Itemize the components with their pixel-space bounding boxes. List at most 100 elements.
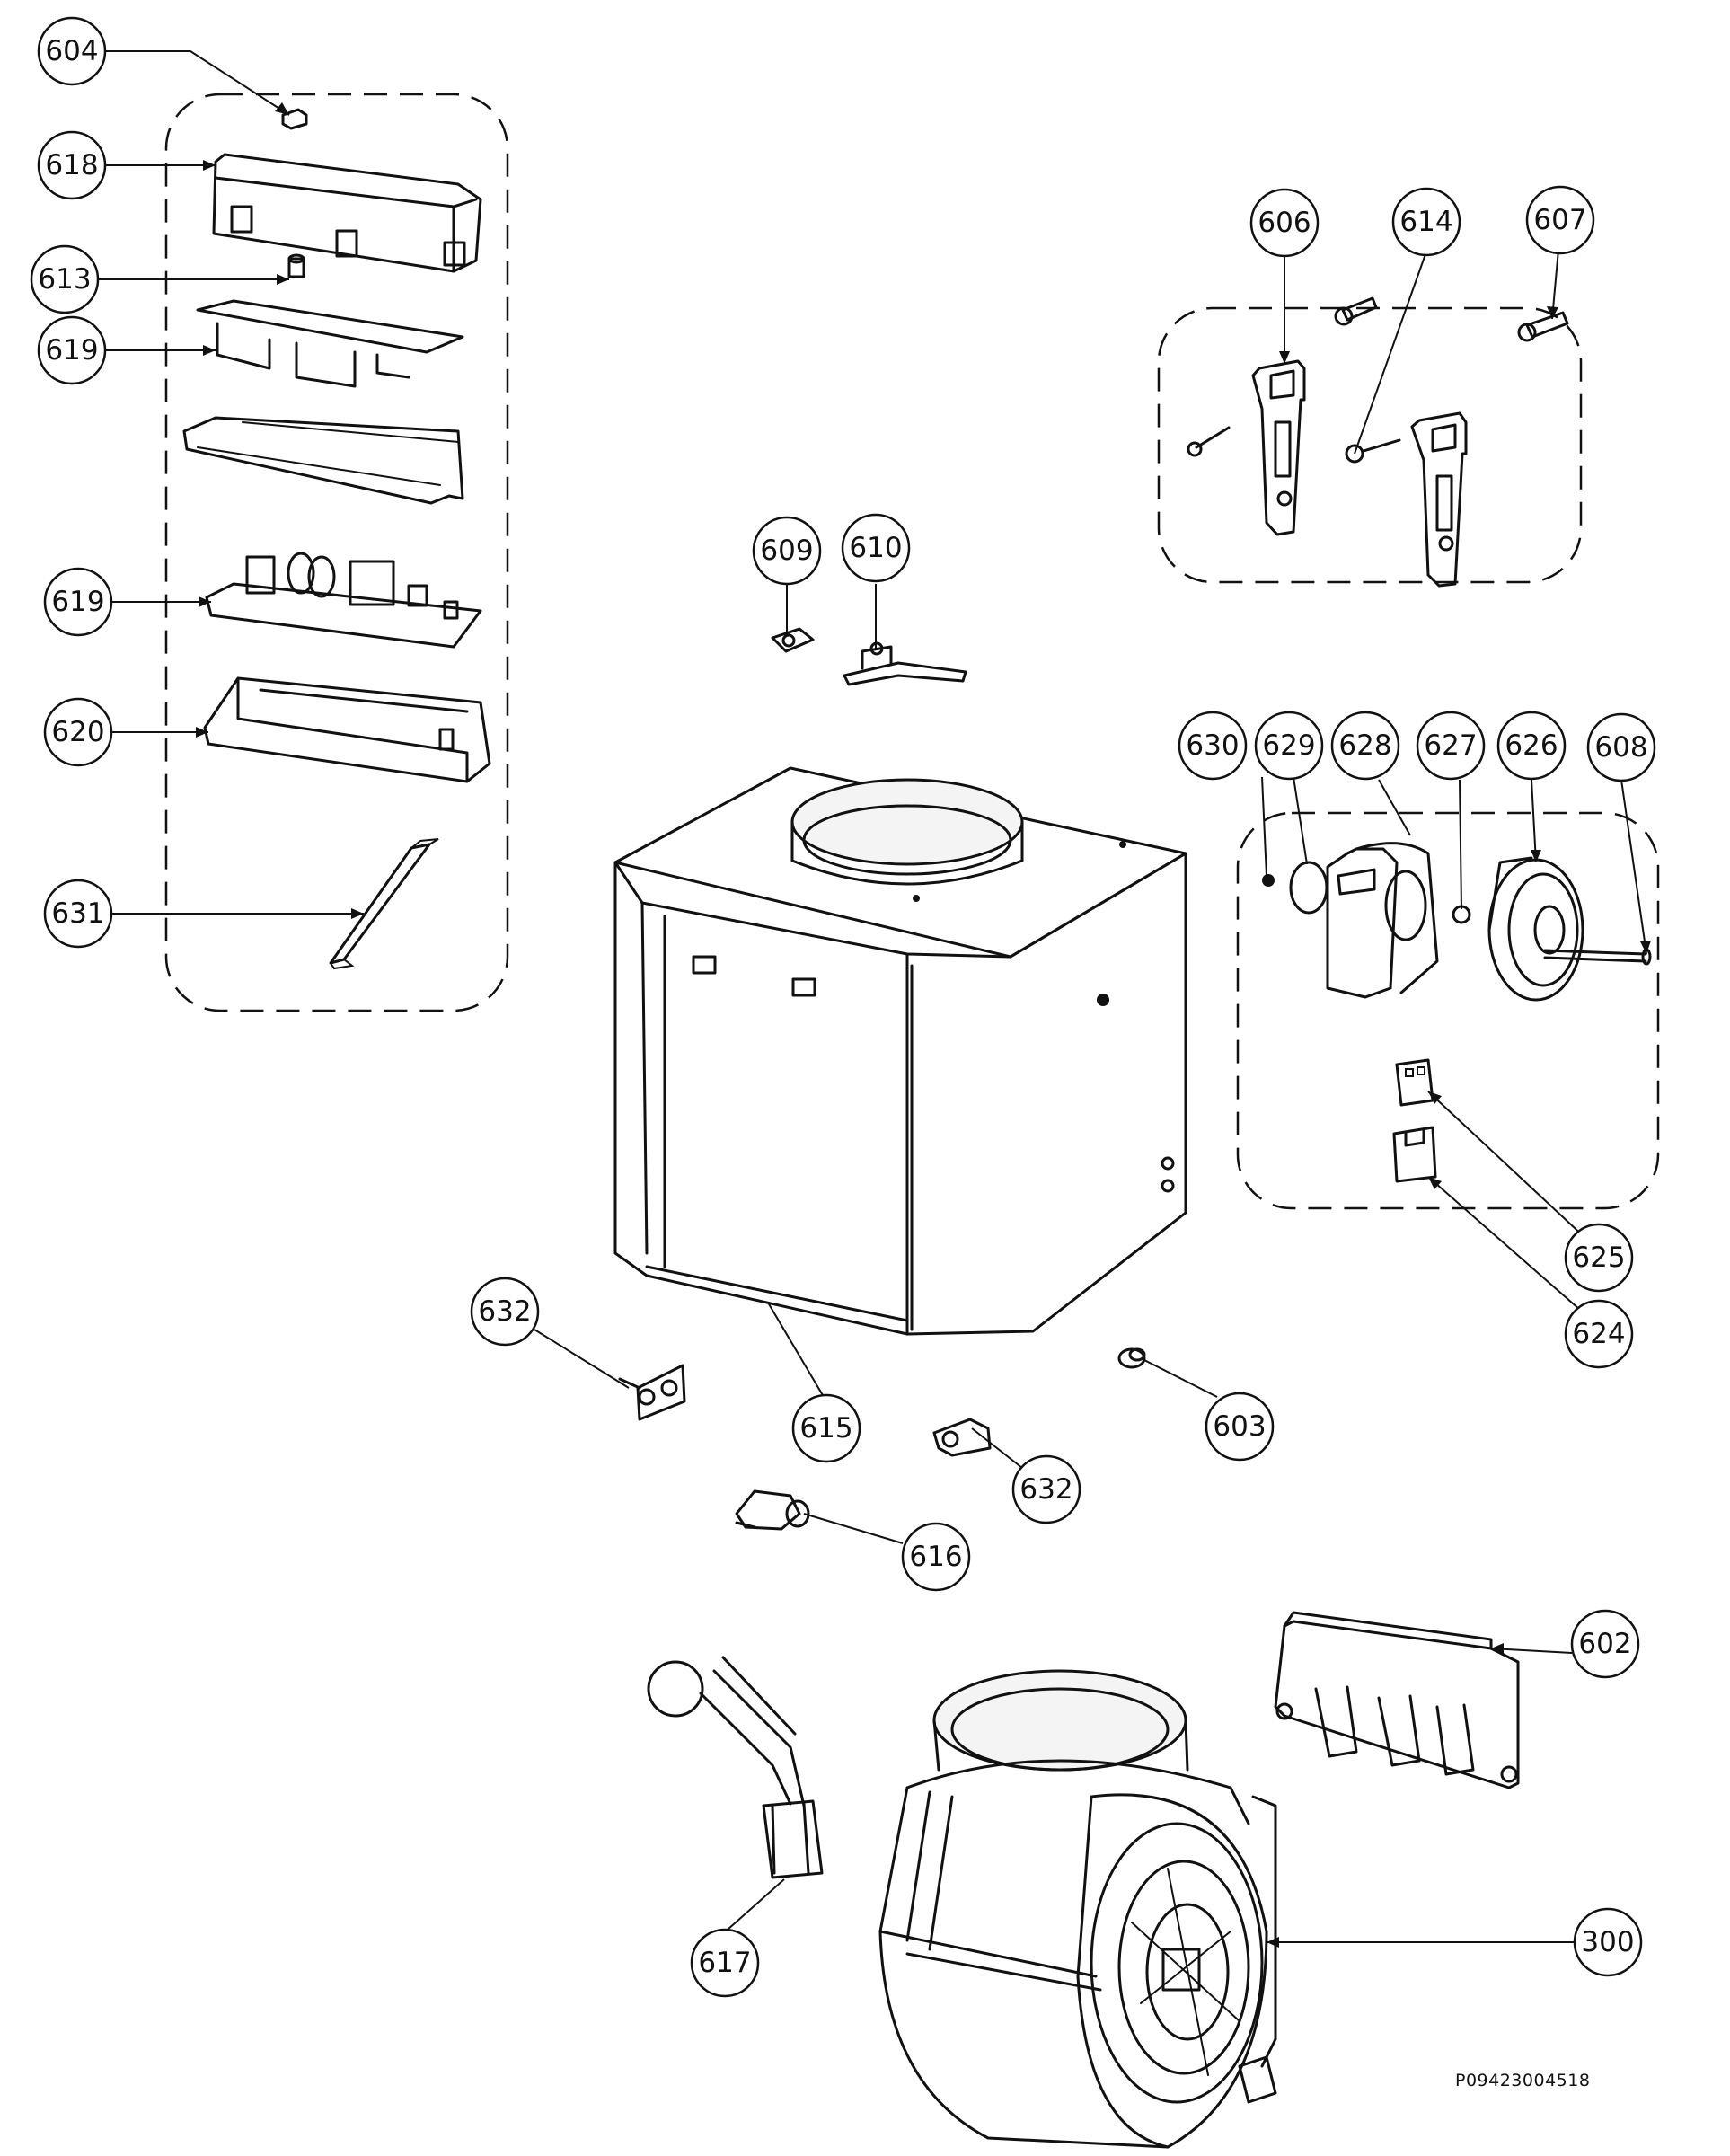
callout-602[interactable]: 602 bbox=[1570, 1609, 1640, 1679]
leader-614 bbox=[1354, 251, 1427, 455]
drawing-id: P09423004518 bbox=[1455, 2071, 1591, 2090]
part-631-ribbon-cable bbox=[329, 838, 439, 970]
part-608-bolt bbox=[1543, 948, 1652, 966]
part-632-clip-left bbox=[618, 1364, 686, 1421]
part-632-clip-center bbox=[932, 1418, 992, 1457]
svg-text:604: 604 bbox=[45, 35, 98, 67]
part-620-tray bbox=[203, 676, 491, 783]
part-606-bracket-left bbox=[1187, 359, 1306, 536]
svg-text:609: 609 bbox=[760, 535, 813, 567]
callout-610[interactable]: 610 bbox=[841, 513, 911, 583]
leader-608 bbox=[1620, 779, 1647, 955]
part-300-blower bbox=[878, 1669, 1277, 2149]
leader-602 bbox=[1490, 1648, 1573, 1654]
svg-text:602: 602 bbox=[1578, 1628, 1631, 1660]
svg-text:625: 625 bbox=[1572, 1241, 1625, 1274]
svg-text:624: 624 bbox=[1572, 1318, 1625, 1350]
callout-617[interactable]: 617 bbox=[690, 1928, 760, 1998]
bracket-group-outline bbox=[1157, 306, 1583, 584]
part-614-screw bbox=[1345, 438, 1401, 464]
callout-615[interactable]: 615 bbox=[791, 1393, 861, 1463]
part-619-pcb bbox=[205, 552, 482, 649]
motor-group-outline bbox=[1236, 811, 1660, 1210]
callout-632-left[interactable]: 632 bbox=[470, 1277, 540, 1347]
part-613-spacer bbox=[287, 253, 305, 278]
part-618-housing bbox=[212, 153, 482, 273]
svg-text:620: 620 bbox=[51, 716, 104, 748]
callout-624[interactable]: 624 bbox=[1564, 1299, 1634, 1369]
callout-625[interactable]: 625 bbox=[1564, 1223, 1634, 1293]
svg-text:619: 619 bbox=[51, 586, 104, 618]
leader-624 bbox=[1427, 1176, 1588, 1317]
leader-630 bbox=[1261, 776, 1267, 877]
callout-604[interactable]: 604 bbox=[37, 16, 107, 86]
leader-627 bbox=[1459, 779, 1462, 910]
part-606-bracket-right bbox=[1410, 411, 1468, 588]
svg-text:627: 627 bbox=[1424, 729, 1477, 762]
part-616-switch bbox=[735, 1489, 810, 1531]
arrowheads bbox=[196, 102, 1651, 1948]
callout-620[interactable]: 620 bbox=[43, 697, 113, 767]
svg-text:618: 618 bbox=[45, 149, 98, 181]
svg-text:607: 607 bbox=[1533, 204, 1586, 236]
svg-text:614: 614 bbox=[1399, 206, 1452, 238]
svg-text:608: 608 bbox=[1594, 731, 1647, 764]
callout-619-upper[interactable]: 619 bbox=[37, 315, 107, 385]
svg-text:610: 610 bbox=[849, 532, 902, 564]
callout-609[interactable]: 609 bbox=[752, 516, 822, 586]
part-607-anchor-b bbox=[1517, 311, 1569, 342]
svg-text:631: 631 bbox=[51, 897, 104, 930]
svg-text:603: 603 bbox=[1213, 1410, 1266, 1443]
callout-607[interactable]: 607 bbox=[1525, 185, 1595, 255]
leader-615 bbox=[767, 1302, 827, 1402]
part-619-upper-board bbox=[182, 299, 464, 505]
leader-629 bbox=[1293, 776, 1308, 865]
callout-606[interactable]: 606 bbox=[1249, 188, 1320, 258]
callout-630[interactable]: 630 bbox=[1178, 711, 1248, 781]
callout-603[interactable]: 603 bbox=[1205, 1392, 1275, 1462]
leader-603 bbox=[1142, 1358, 1218, 1398]
svg-text:613: 613 bbox=[38, 263, 91, 296]
part-603-grommet bbox=[1117, 1348, 1146, 1369]
callout-613[interactable]: 613 bbox=[30, 244, 100, 314]
callout-628[interactable]: 628 bbox=[1330, 711, 1400, 781]
part-615-cabinet bbox=[613, 766, 1187, 1336]
part-628-capacitor-housing bbox=[1326, 842, 1439, 999]
callout-632-center[interactable]: 632 bbox=[1011, 1454, 1081, 1524]
part-629-washer bbox=[1289, 861, 1328, 915]
svg-text:616: 616 bbox=[909, 1541, 962, 1573]
callout-614[interactable]: 614 bbox=[1391, 187, 1461, 257]
callout-626[interactable]: 626 bbox=[1496, 711, 1567, 781]
svg-text:617: 617 bbox=[698, 1947, 751, 1979]
callout-627[interactable]: 627 bbox=[1416, 711, 1486, 781]
part-624-connector bbox=[1392, 1126, 1437, 1183]
leader-632b bbox=[971, 1427, 1028, 1472]
leader-625 bbox=[1427, 1091, 1588, 1241]
leader-626 bbox=[1531, 779, 1537, 863]
part-625-connector bbox=[1395, 1058, 1434, 1107]
callout-608[interactable]: 608 bbox=[1586, 712, 1656, 782]
svg-text:629: 629 bbox=[1262, 729, 1315, 762]
part-630-screw bbox=[1262, 874, 1275, 887]
electronics-group-outline bbox=[164, 93, 509, 1012]
callout-618[interactable]: 618 bbox=[37, 130, 107, 200]
part-617-capacitor bbox=[647, 1656, 824, 1879]
svg-text:615: 615 bbox=[799, 1412, 852, 1445]
callout-619-lower[interactable]: 619 bbox=[43, 567, 113, 637]
svg-text:628: 628 bbox=[1338, 729, 1391, 762]
callout-629[interactable]: 629 bbox=[1254, 711, 1324, 781]
svg-text:632: 632 bbox=[1019, 1473, 1072, 1506]
callout-616[interactable]: 616 bbox=[901, 1522, 971, 1592]
callout-631[interactable]: 631 bbox=[43, 879, 113, 949]
svg-text:626: 626 bbox=[1505, 729, 1558, 762]
part-609-clip bbox=[771, 627, 815, 653]
callout-300[interactable]: 300 bbox=[1573, 1907, 1643, 1977]
part-602-plate bbox=[1274, 1611, 1520, 1789]
svg-text:606: 606 bbox=[1258, 207, 1311, 239]
svg-text:619: 619 bbox=[45, 334, 98, 367]
svg-text:630: 630 bbox=[1186, 729, 1239, 762]
svg-text:632: 632 bbox=[478, 1295, 531, 1328]
part-626-capacitor-cap bbox=[1487, 856, 1584, 1002]
leader-617 bbox=[727, 1878, 785, 1931]
